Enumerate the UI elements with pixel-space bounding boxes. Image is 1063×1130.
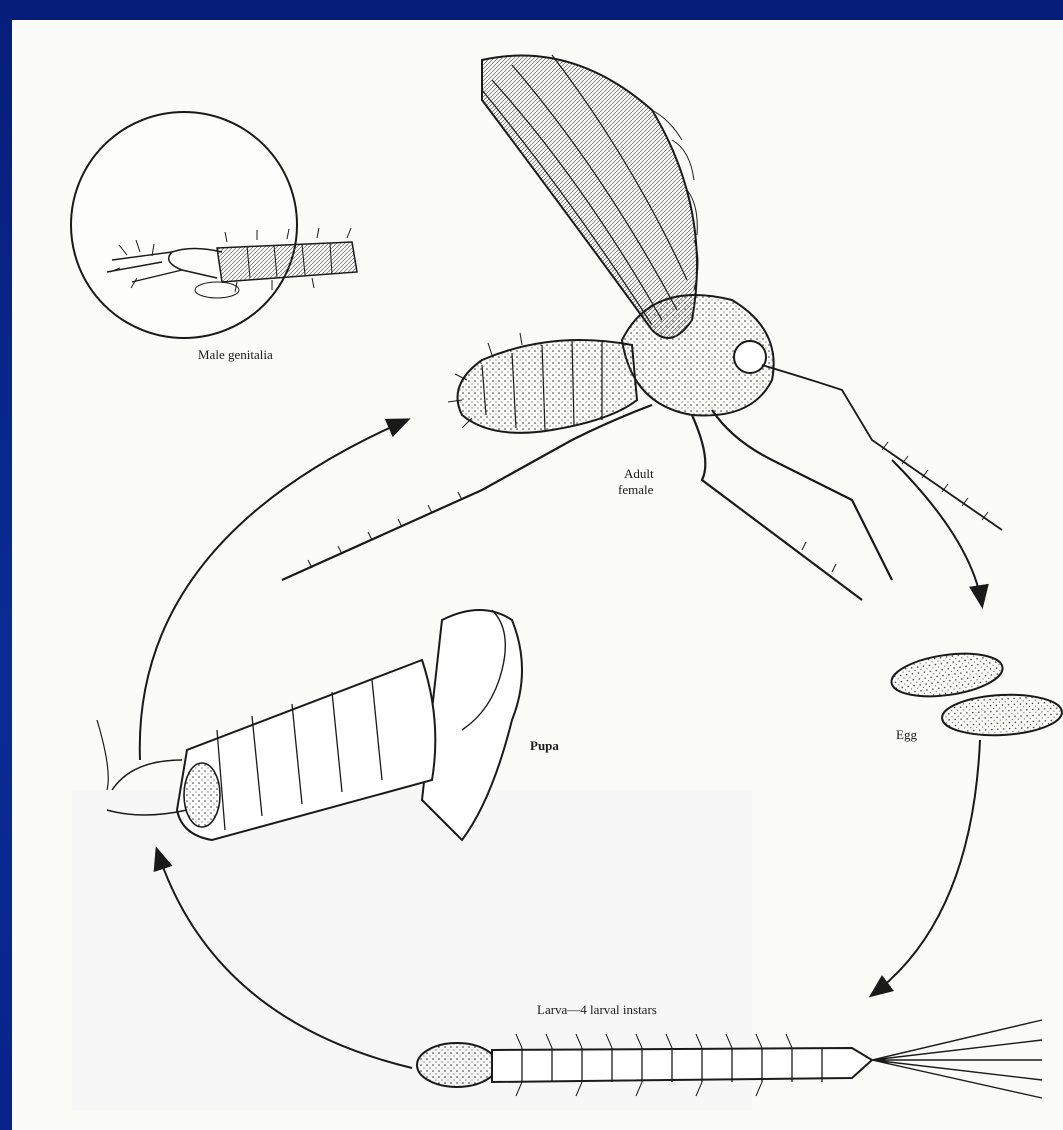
egg-2 [941,692,1063,738]
male-genitalia-label: Male genitalia [198,347,273,362]
antenna [762,365,1002,530]
pupa-label: Pupa [530,738,559,753]
eggs [889,647,1063,738]
leg-hind [282,405,652,580]
illustration-paper: Male genitalia Adult female Egg Pupa Lar… [12,20,1063,1130]
wing [482,56,697,338]
leg-mid [692,415,862,600]
egg-label: Egg [896,727,917,742]
life-cycle-diagram [12,20,1063,1130]
head [734,341,766,373]
arrow-egg-to-larva [872,740,980,995]
arrow-adult-to-egg [892,460,982,605]
abdomen [458,340,638,433]
larva-label: Larva—4 larval instars [537,1002,657,1017]
egg-1 [889,647,1005,702]
adult-label-line2: female [618,482,653,497]
adult-female-mosquito [282,55,1002,600]
adult-label-line1: Adult [624,466,654,481]
male-genitalia-inset [71,112,357,338]
